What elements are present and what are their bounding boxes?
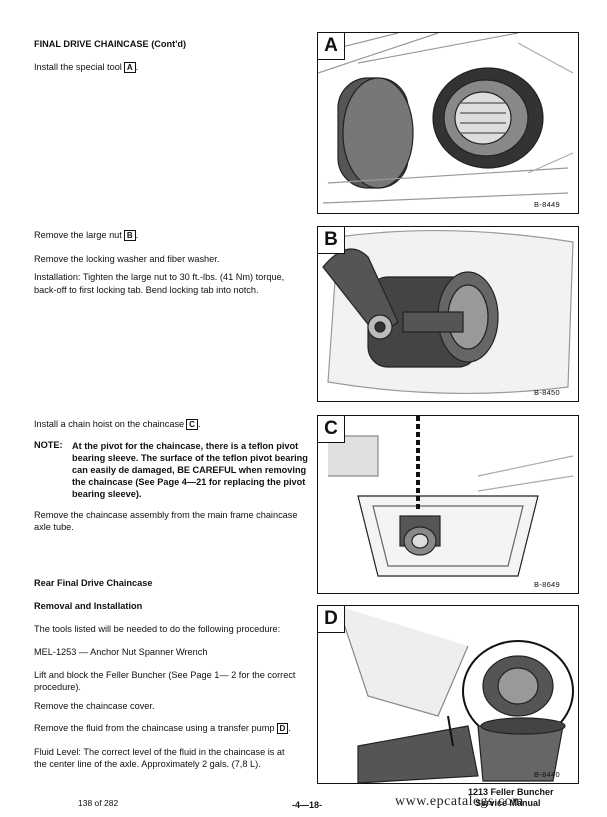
- panel-code-b: B-8450: [534, 388, 560, 397]
- note-label: NOTE:: [34, 440, 63, 450]
- note-line: bearing sleeve).: [72, 489, 142, 499]
- figure-b-drawing: [322, 229, 574, 395]
- panel-label-d: D: [318, 606, 345, 633]
- step-b-line4: back-off to first locking tab. Bend lock…: [34, 285, 259, 295]
- note-line: bearing sleeve. The surface of the teflo…: [72, 453, 308, 463]
- page-of-counter: 138 of 282: [78, 798, 119, 808]
- figure-panel-d: D B-8440: [317, 605, 579, 784]
- remove-line: Remove the chaincase assembly from the m…: [34, 510, 298, 520]
- figure-a-drawing: [318, 33, 574, 204]
- page-number: -4—18-: [292, 800, 323, 810]
- figure-panel-c: C B-8649: [317, 415, 579, 594]
- figure-panel-a: A B-8449: [317, 32, 579, 214]
- level-line: Fluid Level: The correct level of the fl…: [34, 747, 285, 757]
- lift-line: procedure).: [34, 682, 81, 692]
- note-line: At the pivot for the chaincase, there is…: [72, 441, 299, 451]
- figure-c-drawing: [328, 416, 574, 577]
- lift-line: Lift and block the Feller Buncher (See P…: [34, 670, 296, 680]
- note-line: can easily de damaged, BE CAREFUL when r…: [72, 465, 307, 475]
- remove-line: axle tube.: [34, 522, 74, 532]
- panel-code-c: B-8649: [534, 580, 560, 589]
- panel-code-a: B-8449: [534, 200, 560, 209]
- step-b-line2: Remove the locking washer and fiber wash…: [34, 254, 220, 264]
- panel-label-a: A: [318, 33, 345, 60]
- note-line: the chaincase (See Page 4—21 for replaci…: [72, 477, 306, 487]
- panel-code-d: B-8440: [534, 770, 560, 779]
- ref-c: C: [186, 419, 198, 430]
- step-b-line3: Installation: Tighten the large nut to 3…: [34, 272, 285, 282]
- ref-b: B: [123, 230, 136, 241]
- cover-line: Remove the chaincase cover.: [34, 701, 155, 711]
- level-line: the center line of the axle. Approximate…: [34, 759, 261, 769]
- panel-label-c: C: [318, 416, 345, 443]
- footer-model: 1213 Feller Buncher: [468, 787, 554, 797]
- tool-item: MEL-1253 — Anchor Nut Spanner Wrench: [34, 647, 208, 657]
- footer-manual: Service Manual: [475, 798, 541, 808]
- panel-label-b: B: [318, 227, 345, 254]
- fluid-line: Remove the fluid from the chaincase usin…: [34, 723, 291, 734]
- rear-title: Rear Final Drive Chaincase: [34, 578, 153, 588]
- watermark-link[interactable]: www.epcatalogs.com: [395, 794, 524, 809]
- ref-a: A: [123, 62, 136, 73]
- ref-d: D: [276, 723, 289, 734]
- section-title: FINAL DRIVE CHAINCASE (Cont'd): [34, 39, 187, 49]
- figure-d-drawing: [337, 606, 574, 783]
- rear-subtitle: Removal and Installation: [34, 601, 143, 611]
- tools-line: The tools listed will be needed to do th…: [34, 624, 281, 634]
- figure-panel-b: B B-8450: [317, 226, 579, 402]
